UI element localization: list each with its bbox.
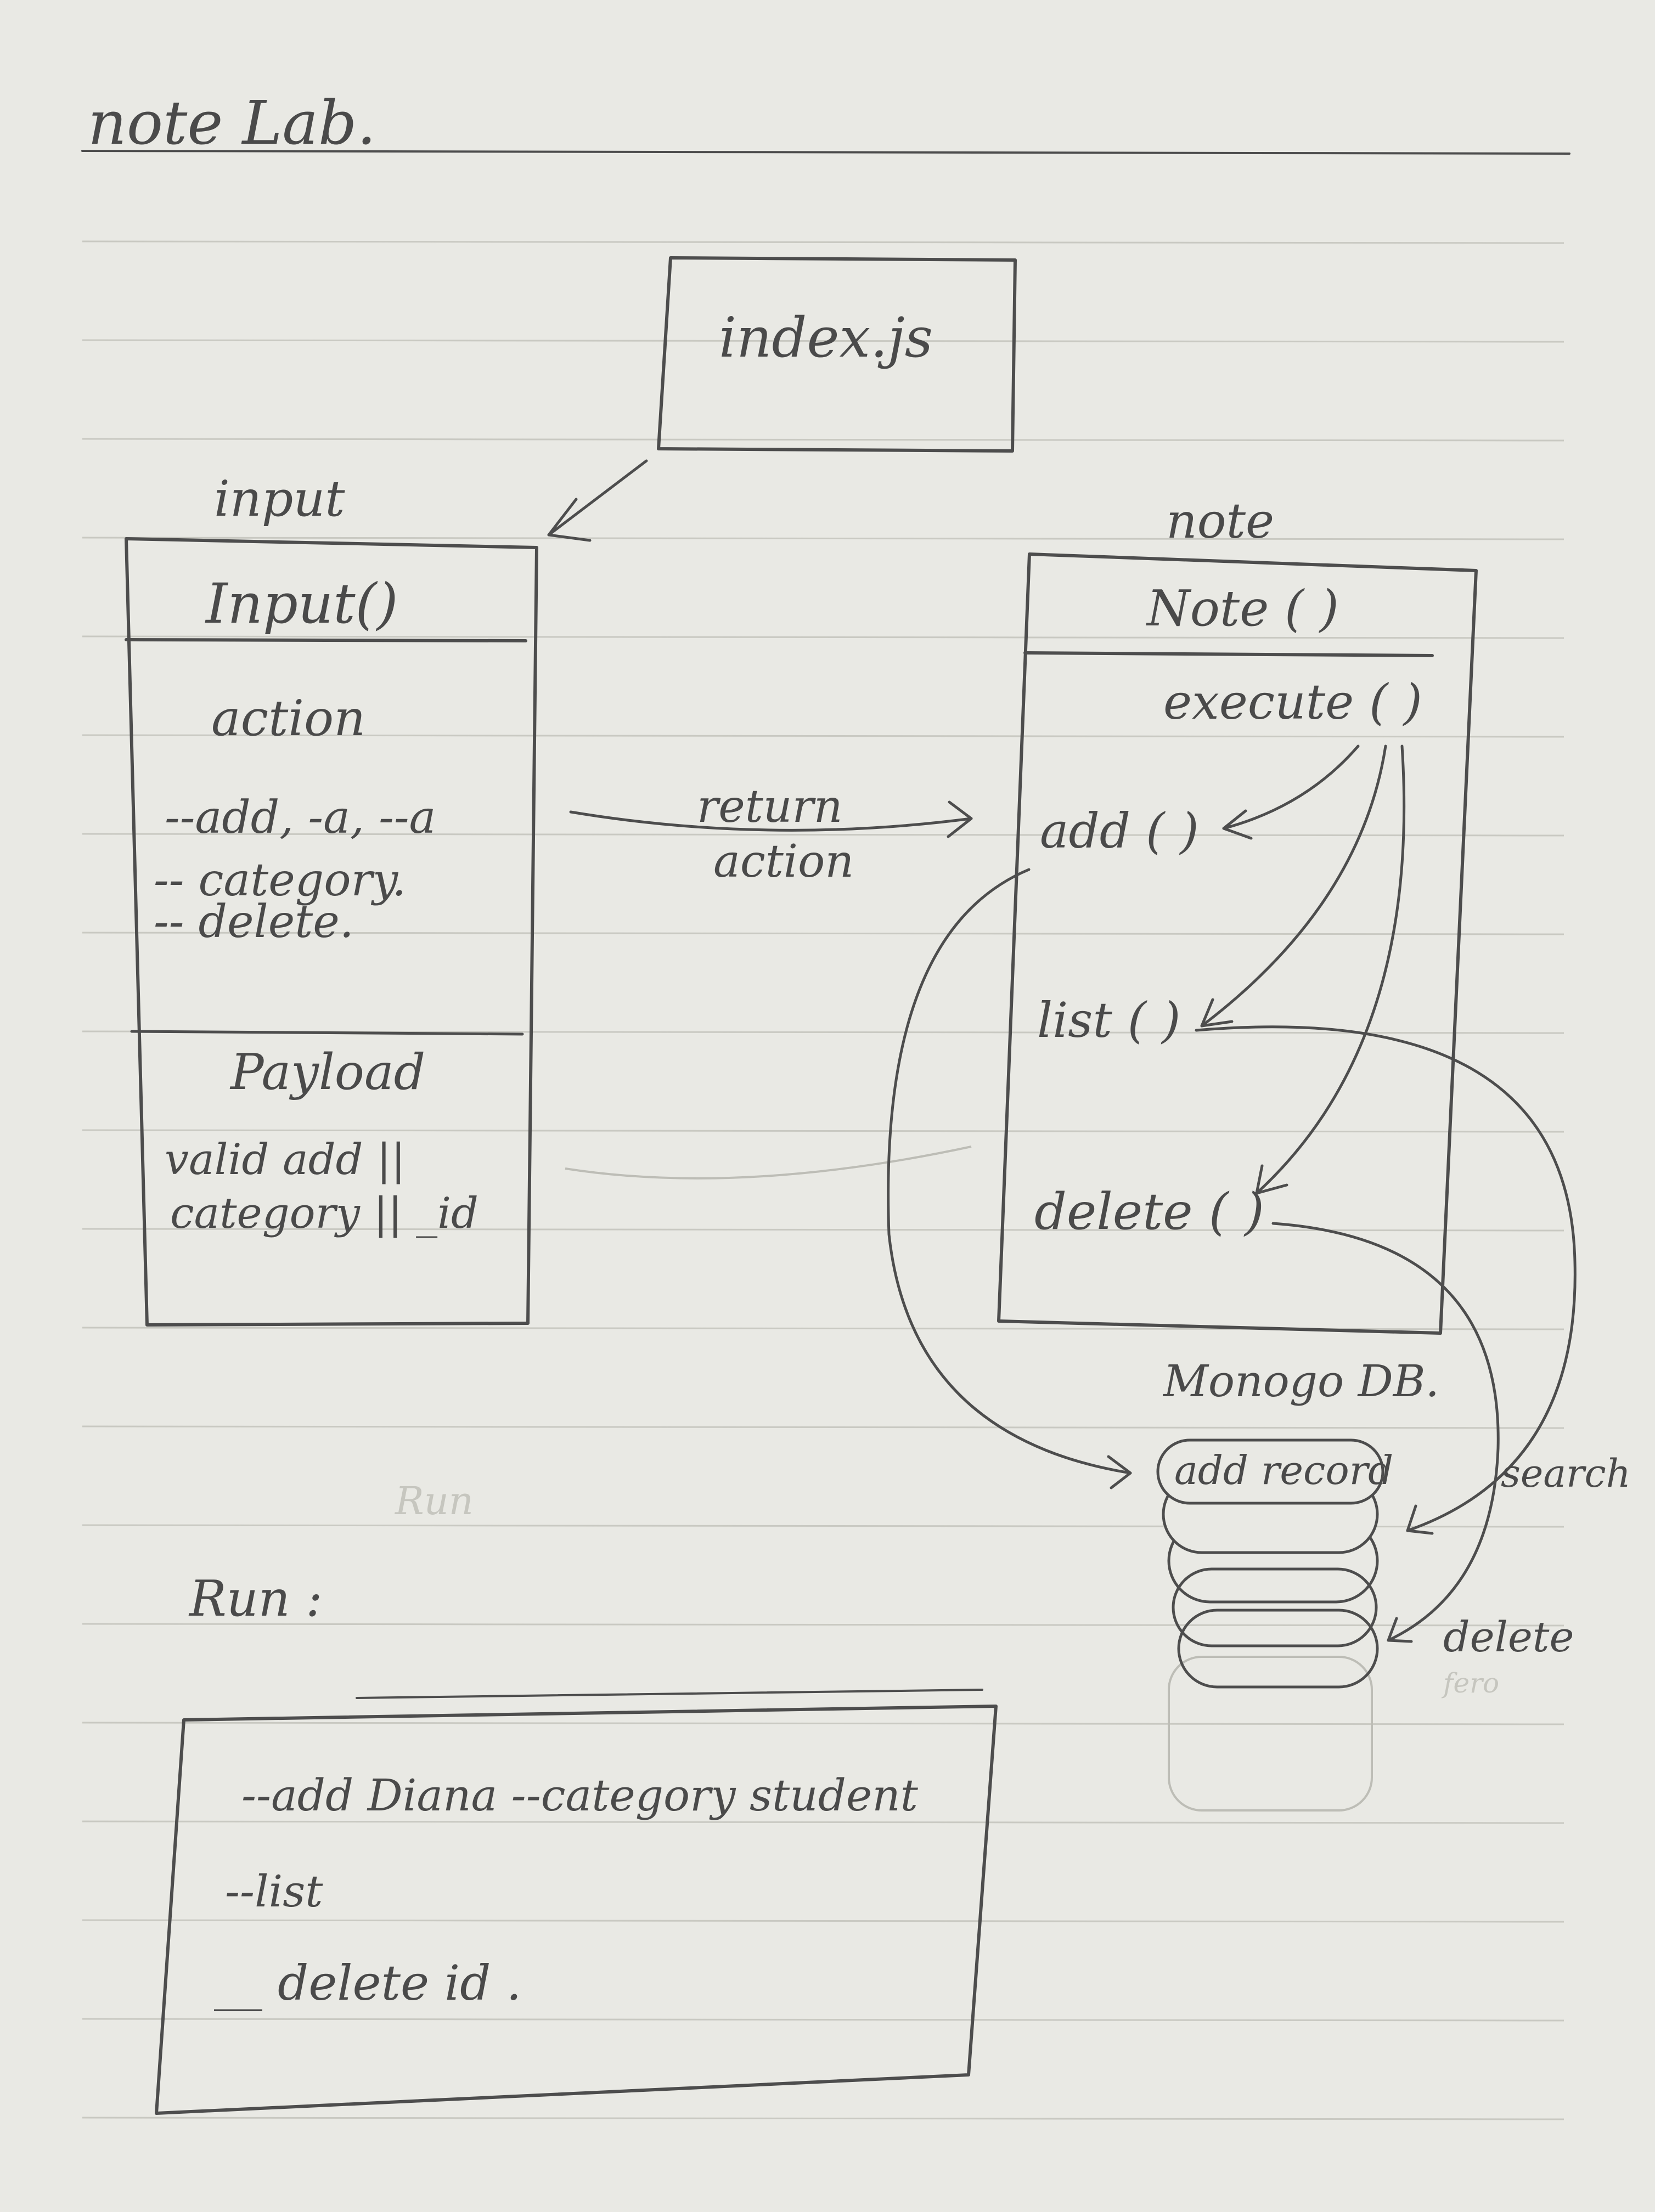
page-title: note Lab. bbox=[88, 88, 376, 158]
input-flag-3: -- delete. bbox=[154, 896, 354, 948]
ruled-line bbox=[82, 1820, 1564, 1824]
input-payload-line-1: valid add || bbox=[165, 1135, 406, 1184]
arrow-delete-to-db bbox=[1271, 1222, 1500, 1643]
input-flag-2: -- category. bbox=[154, 854, 406, 906]
erased-arrow bbox=[565, 1146, 972, 1180]
run-command-2: --list bbox=[225, 1866, 323, 1917]
note-method-delete: delete ( ) bbox=[1034, 1182, 1264, 1241]
ruled-line bbox=[82, 734, 1564, 738]
input-module-name: input bbox=[214, 470, 345, 528]
ruled-line bbox=[82, 339, 1564, 343]
note-constructor: Note ( ) bbox=[1146, 580, 1339, 637]
ruled-line bbox=[82, 1228, 1564, 1232]
ruled-line bbox=[82, 438, 1564, 442]
index-js-label: index.js bbox=[719, 306, 933, 370]
action-label: action bbox=[713, 836, 854, 888]
ruled-line bbox=[82, 1623, 1564, 1627]
execute-to-methods-arrows bbox=[1200, 744, 1406, 1195]
note-class-box bbox=[997, 552, 1478, 1335]
index-js-box: index.js bbox=[657, 256, 1017, 453]
return-action-arrow bbox=[569, 800, 973, 838]
note-module-name: note bbox=[1166, 493, 1274, 549]
db-stack bbox=[1156, 1438, 1384, 1812]
ruled-line bbox=[82, 833, 1564, 837]
input-action-heading: action bbox=[211, 690, 365, 747]
ruled-line bbox=[82, 635, 1564, 639]
db-name: Monogo DB. bbox=[1162, 1356, 1439, 1407]
input-constructor: Input() bbox=[205, 572, 398, 636]
input-payload-heading: Payload bbox=[229, 1043, 425, 1101]
return-label: return bbox=[697, 781, 843, 833]
erased-run-label: Run bbox=[394, 1479, 474, 1523]
arrow-index-to-input bbox=[547, 459, 648, 542]
ruled-line bbox=[82, 1425, 1564, 1429]
db-search-label: search bbox=[1501, 1451, 1631, 1496]
ruled-line bbox=[82, 1129, 1564, 1133]
run-box bbox=[155, 1689, 998, 2115]
arrow-add-to-db bbox=[887, 868, 1132, 1489]
ruled-line bbox=[82, 1919, 1564, 1923]
arrow-list-to-db bbox=[1195, 1025, 1577, 1535]
ruled-line bbox=[82, 240, 1564, 244]
run-command-1: --add Diana --category student bbox=[241, 1770, 919, 1821]
title-underline bbox=[81, 150, 1570, 155]
ruled-line bbox=[82, 537, 1564, 540]
ruled-line bbox=[82, 1722, 1564, 1725]
input-flag-1: --add, -a, --a bbox=[165, 792, 436, 844]
input-payload-line-2: category || _id bbox=[170, 1189, 479, 1238]
note-method-add: add ( ) bbox=[1040, 803, 1199, 859]
input-class-box bbox=[125, 537, 538, 1327]
db-delete-label: delete bbox=[1443, 1612, 1574, 1661]
ruled-line bbox=[82, 2018, 1564, 2022]
ruled-line bbox=[82, 932, 1564, 935]
ruled-line bbox=[82, 2117, 1564, 2120]
erased-scribble: fero bbox=[1441, 1667, 1499, 1699]
note-execute: execute ( ) bbox=[1163, 674, 1422, 730]
run-heading: Run : bbox=[188, 1570, 323, 1628]
run-command-3: __ delete id . bbox=[214, 1955, 521, 2011]
note-method-list: list ( ) bbox=[1037, 992, 1180, 1048]
db-top-record: add record bbox=[1174, 1447, 1393, 1493]
